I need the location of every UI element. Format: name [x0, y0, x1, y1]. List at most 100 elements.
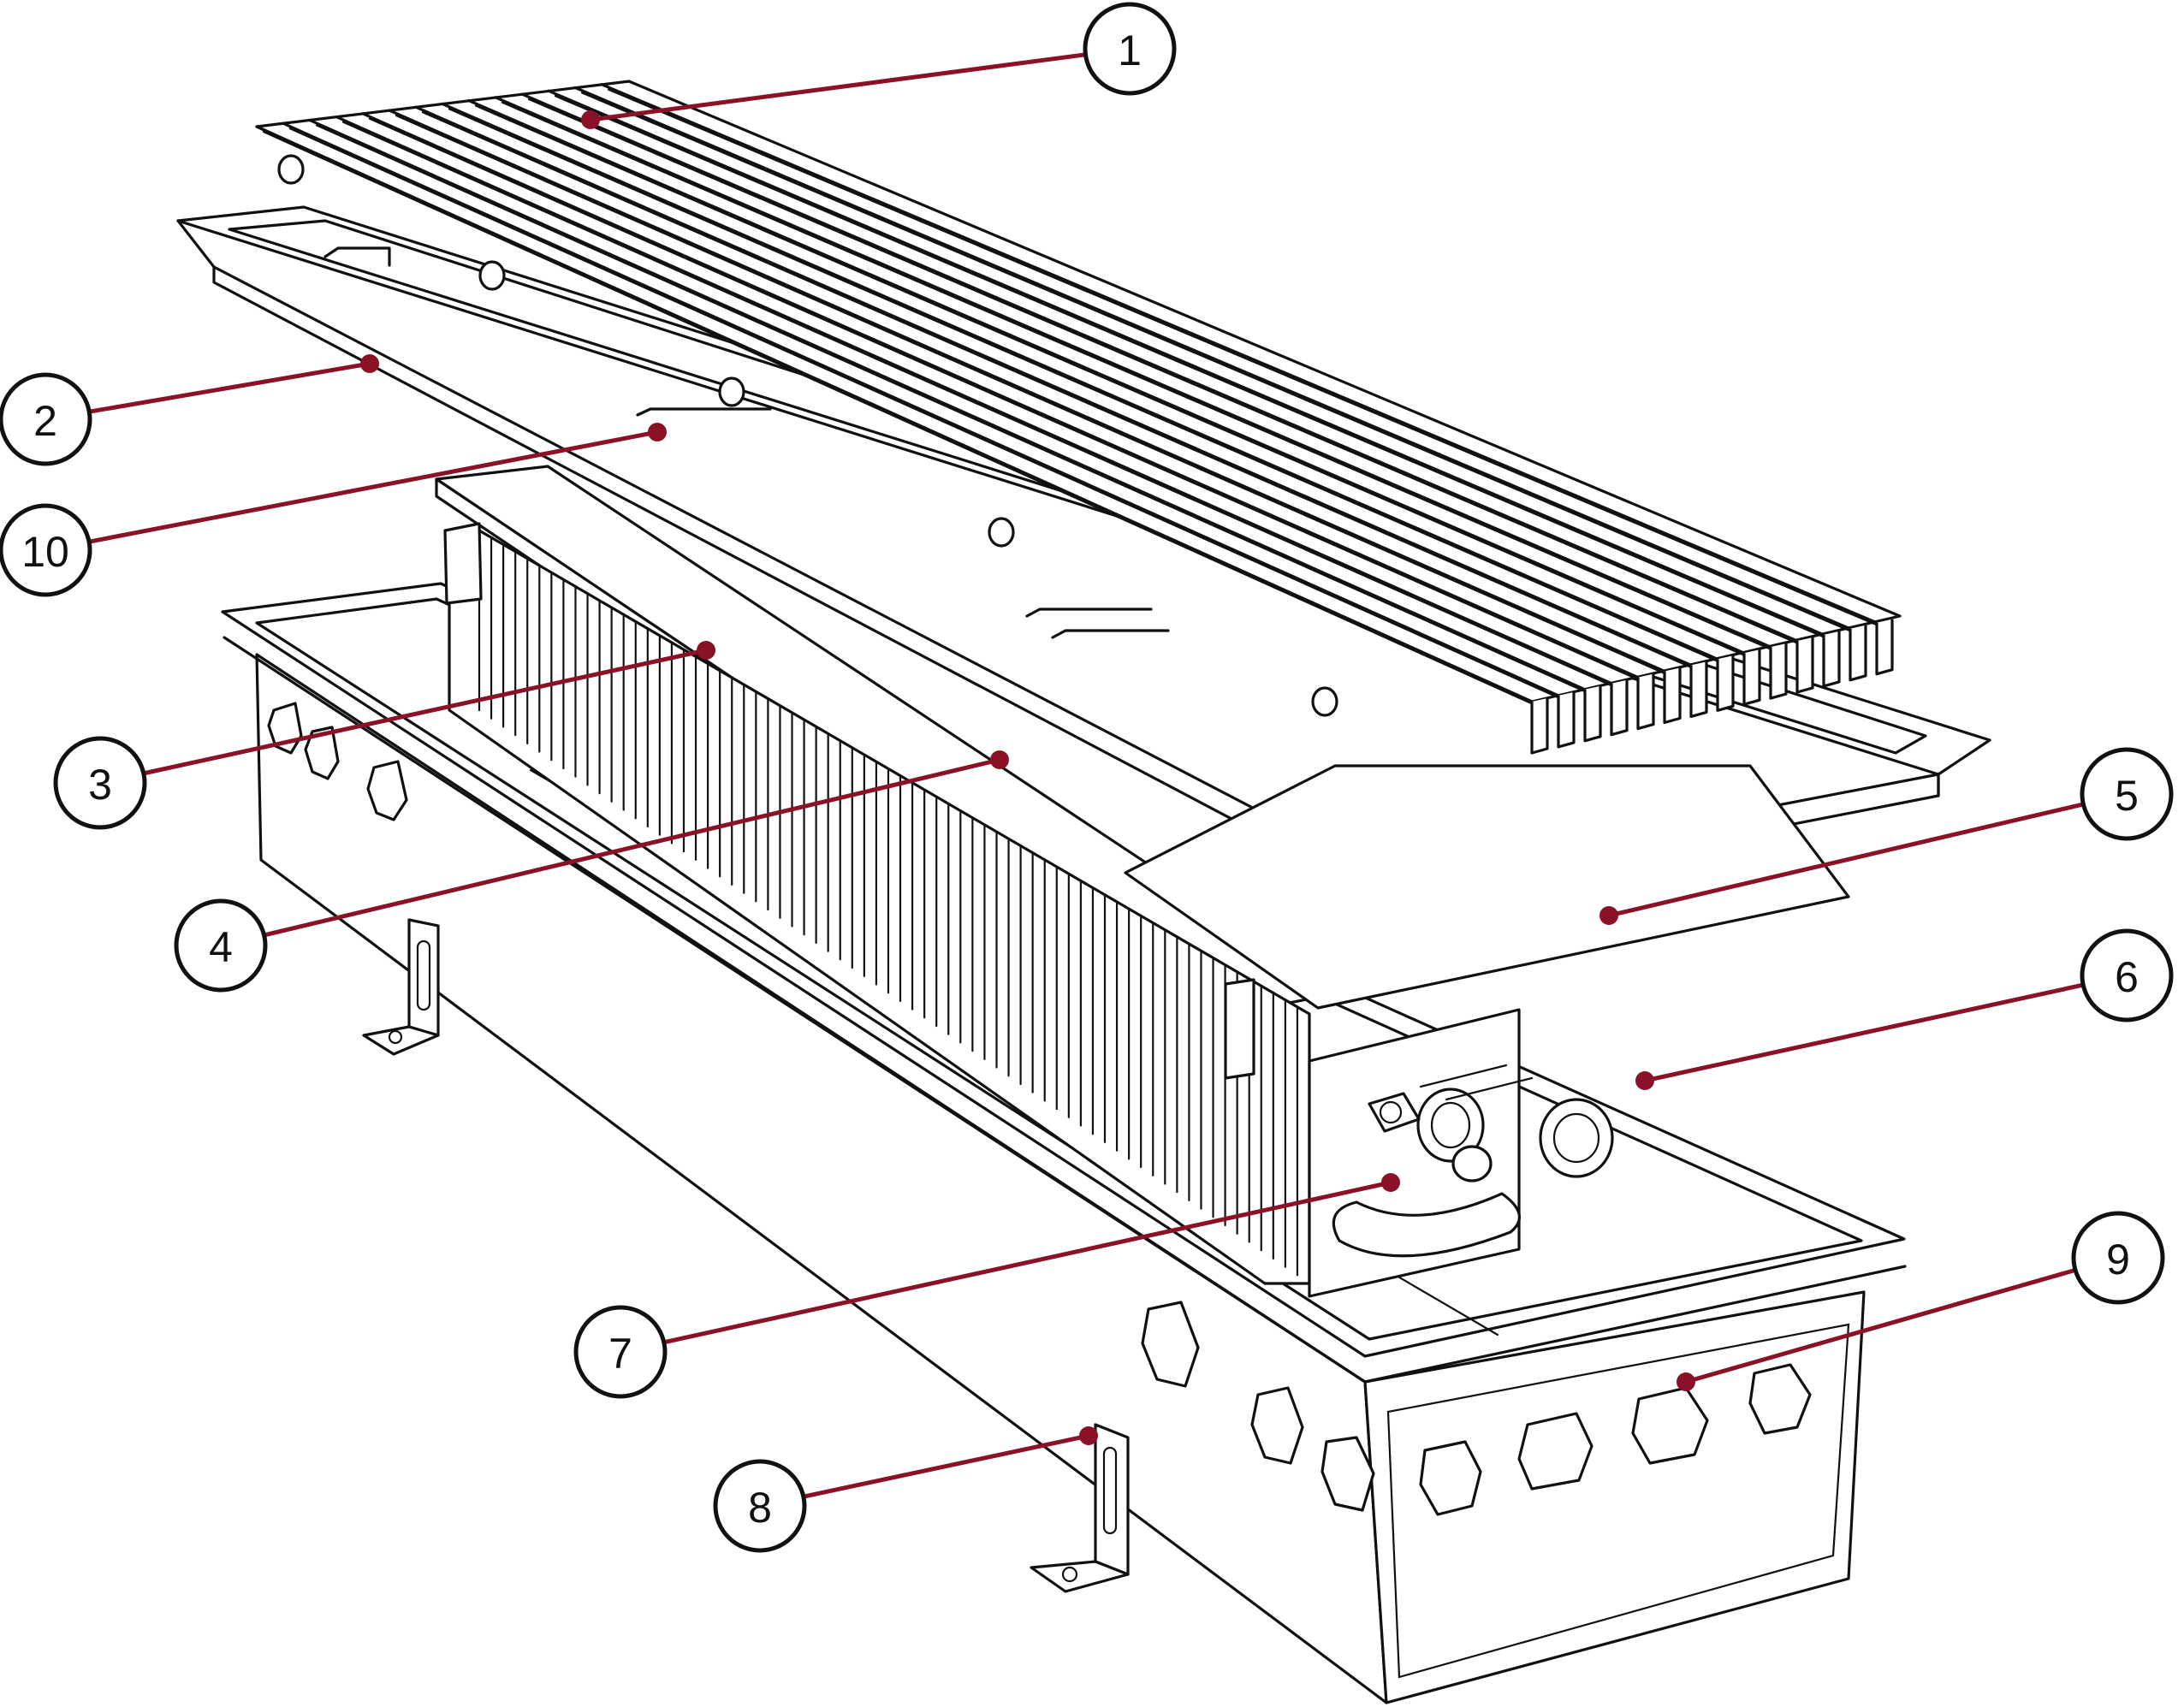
grille-slat-edge	[474, 104, 1753, 660]
leader-dot-2	[360, 354, 379, 373]
grille-slat	[573, 86, 1852, 631]
grille	[255, 80, 1902, 755]
grille-slat-end	[1795, 637, 1814, 694]
leader-dot-8	[1079, 1426, 1098, 1445]
grille-slat	[308, 118, 1587, 691]
cover-plate	[1124, 764, 1850, 1010]
grille-slat-edge	[421, 111, 1700, 672]
callout-number-3: 3	[88, 761, 112, 809]
grille-slat-edge	[262, 130, 1540, 708]
leader-dot-3	[697, 641, 715, 660]
leader-line-2	[86, 361, 372, 414]
callout-number-7: 7	[608, 1330, 632, 1378]
leader-line-6	[1642, 982, 2086, 1083]
grille-slat-end	[1769, 643, 1788, 700]
grille-slat-end	[1689, 661, 1708, 719]
callout-badge-10	[0, 503, 92, 597]
grille-slat-end	[1742, 649, 1761, 706]
grille-slat	[414, 105, 1693, 667]
grille-slat-edge	[607, 88, 1885, 629]
grille-slat	[547, 89, 1825, 637]
grille-slat-end	[1636, 673, 1655, 731]
grille-slat	[520, 92, 1799, 643]
grille-slat-end	[1716, 655, 1735, 712]
leader-dot-4	[990, 750, 1009, 769]
leader-dot-5	[1599, 906, 1618, 925]
grille-slat	[600, 82, 1878, 625]
grille-supports	[323, 246, 1170, 639]
callout-number-6: 6	[2115, 953, 2139, 1001]
grille-slat	[255, 125, 1534, 703]
grille-slat-edge	[341, 121, 1620, 690]
leader-line-1	[588, 52, 1088, 122]
grille-slat-end	[1557, 691, 1576, 749]
grille-slat-end	[1822, 631, 1841, 688]
leader-dot-6	[1635, 1071, 1654, 1090]
knockouts-end	[1419, 1363, 1812, 1516]
grille-slats	[255, 82, 1894, 755]
callout-badge-1	[1083, 2, 1177, 96]
callout-number-10: 10	[21, 528, 69, 576]
leader-line-8	[801, 1433, 1091, 1499]
grille-slat-edge	[527, 98, 1806, 648]
exchanger-bracket-left	[443, 522, 483, 605]
callout-number-9: 9	[2106, 1236, 2130, 1283]
callout-number-2: 2	[33, 397, 57, 445]
callout-number-5: 5	[2115, 772, 2139, 820]
callout-number-4: 4	[209, 923, 233, 971]
basin-lip	[223, 636, 1907, 1384]
grille-spacers	[277, 154, 1338, 717]
callout-badge-2	[0, 372, 92, 466]
leader-line-7	[662, 1180, 1393, 1345]
leader-line-3	[141, 648, 709, 776]
callout-badge-7	[573, 1305, 668, 1399]
leader-dot-9	[1677, 1372, 1695, 1391]
grille-slat-edge	[501, 101, 1779, 654]
callout-badge-9	[2071, 1211, 2165, 1305]
knockouts-side	[267, 702, 1375, 1512]
fins	[478, 529, 1311, 1285]
grille-slat-edge	[395, 114, 1673, 678]
callout-leaders	[86, 52, 2086, 1499]
grille-slat-edge	[448, 108, 1726, 666]
callout-badge-6	[2080, 928, 2174, 1022]
grille-slat-edge	[368, 117, 1647, 684]
callout-badge-8	[713, 1459, 807, 1553]
basin-rim-inner	[255, 597, 1863, 1341]
grille-slat	[282, 122, 1560, 697]
leveling-foot-right	[1030, 1423, 1130, 1593]
leveling-foot-left	[362, 918, 440, 1056]
callout-badge-3	[53, 736, 147, 830]
callout-number-1: 1	[1118, 27, 1142, 74]
grille-slat-edge	[554, 95, 1832, 642]
grille-slat-end	[1583, 685, 1602, 743]
grille-slat-edge	[288, 127, 1567, 702]
leader-dot-1	[581, 110, 600, 129]
leader-line-5	[1606, 802, 2086, 918]
grille-slat-end	[1663, 667, 1682, 725]
callout-badge-4	[174, 898, 268, 993]
leader-line-10	[86, 430, 660, 544]
leader-line-9	[1683, 1267, 2078, 1384]
grille-slat	[361, 112, 1640, 679]
grille-slat-end	[1849, 625, 1867, 682]
grille-slat-end	[1610, 679, 1629, 737]
heat-exchanger	[435, 465, 1614, 1298]
basin-end-face	[1363, 1290, 1866, 1704]
connection-pipes	[1332, 1064, 1614, 1258]
callout-number-8: 8	[748, 1484, 772, 1532]
exchanger-bracket-right	[1224, 978, 1255, 1080]
callout-badges: 1 2 10 3 4 5 6 7 8 9	[0, 2, 2174, 1553]
cover-plate-face	[1124, 764, 1850, 1010]
basin-end-face-border	[1386, 1323, 1850, 1679]
leader-dot-10	[648, 423, 667, 442]
leader-dot-7	[1381, 1173, 1400, 1192]
grille-slat	[494, 96, 1772, 649]
grille-slat	[441, 102, 1719, 661]
leader-line-4	[262, 757, 1002, 938]
grille-slat	[467, 98, 1746, 655]
grille-slat-edge	[315, 124, 1593, 696]
grille-slat	[335, 116, 1613, 685]
